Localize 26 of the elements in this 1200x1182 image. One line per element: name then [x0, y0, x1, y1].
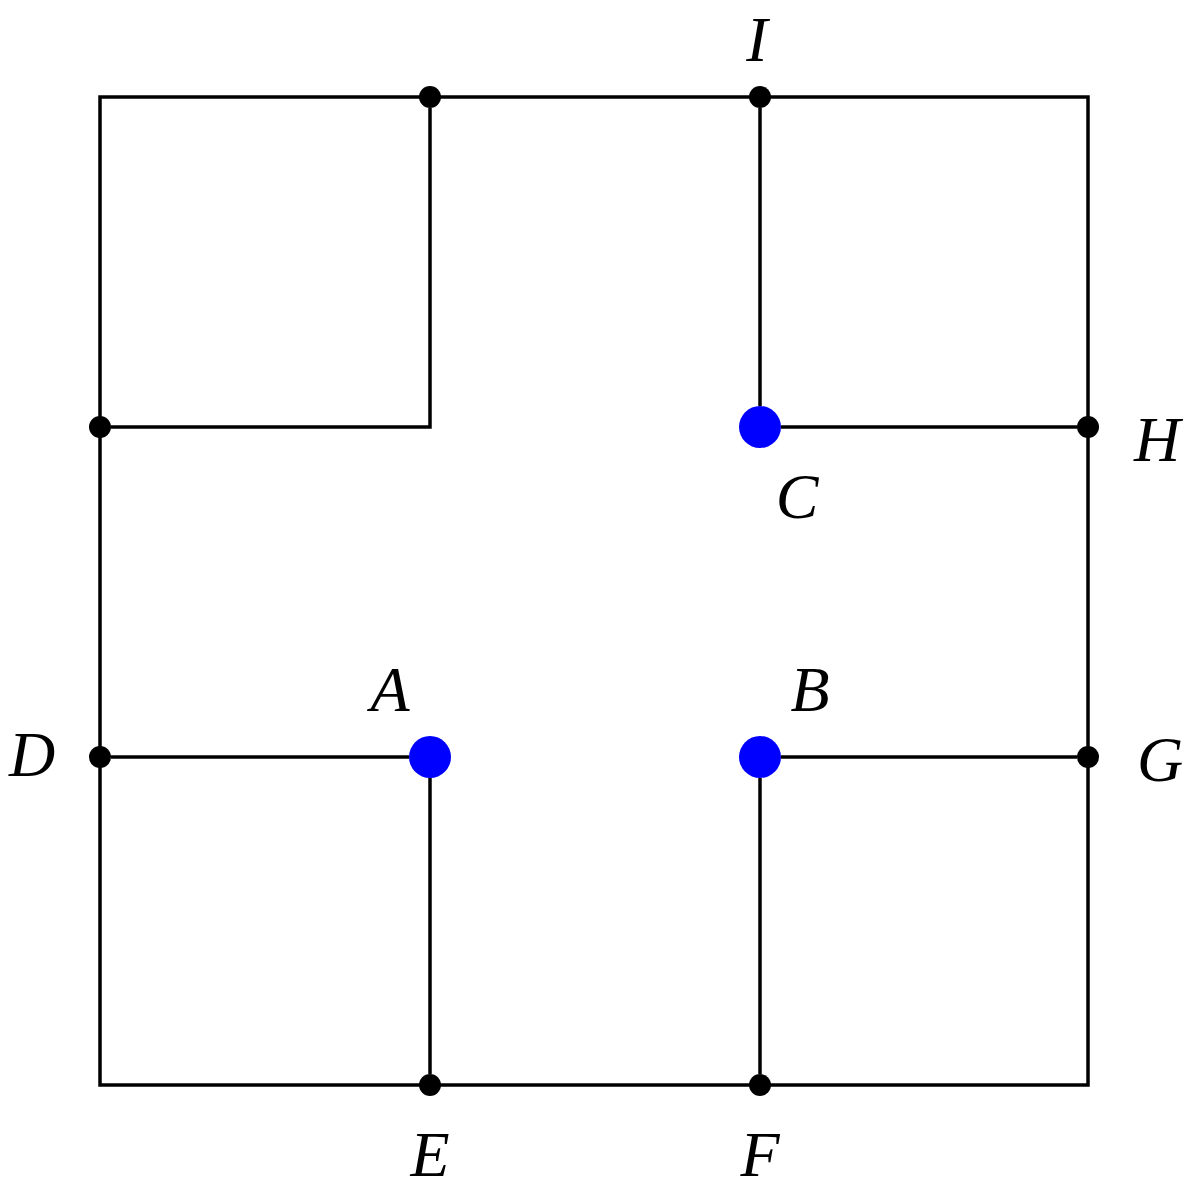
point-label: F	[740, 1123, 780, 1182]
point-dot	[419, 1074, 441, 1096]
point-dot	[409, 736, 451, 778]
point-label: C	[775, 465, 819, 529]
point-dot	[749, 1074, 771, 1096]
line-segment	[758, 108, 762, 406]
point-dot	[749, 86, 771, 108]
point-dot	[89, 416, 111, 438]
point-dot	[419, 86, 441, 108]
point-label: E	[410, 1123, 450, 1182]
point-label: I	[746, 8, 768, 72]
line-segment	[781, 425, 1077, 429]
point-dot	[1077, 416, 1099, 438]
point-dot	[89, 746, 111, 768]
line-segment	[111, 755, 409, 759]
point-dot	[739, 736, 781, 778]
point-dot	[739, 406, 781, 448]
point-label: H	[1133, 408, 1181, 472]
point-label: B	[790, 658, 830, 722]
line-segment	[758, 778, 762, 1074]
point-label: D	[8, 723, 56, 787]
line-segment	[111, 108, 432, 429]
line-segment	[428, 778, 432, 1074]
line-segment	[781, 755, 1077, 759]
point-label: G	[1136, 728, 1184, 792]
point-dot	[1077, 746, 1099, 768]
